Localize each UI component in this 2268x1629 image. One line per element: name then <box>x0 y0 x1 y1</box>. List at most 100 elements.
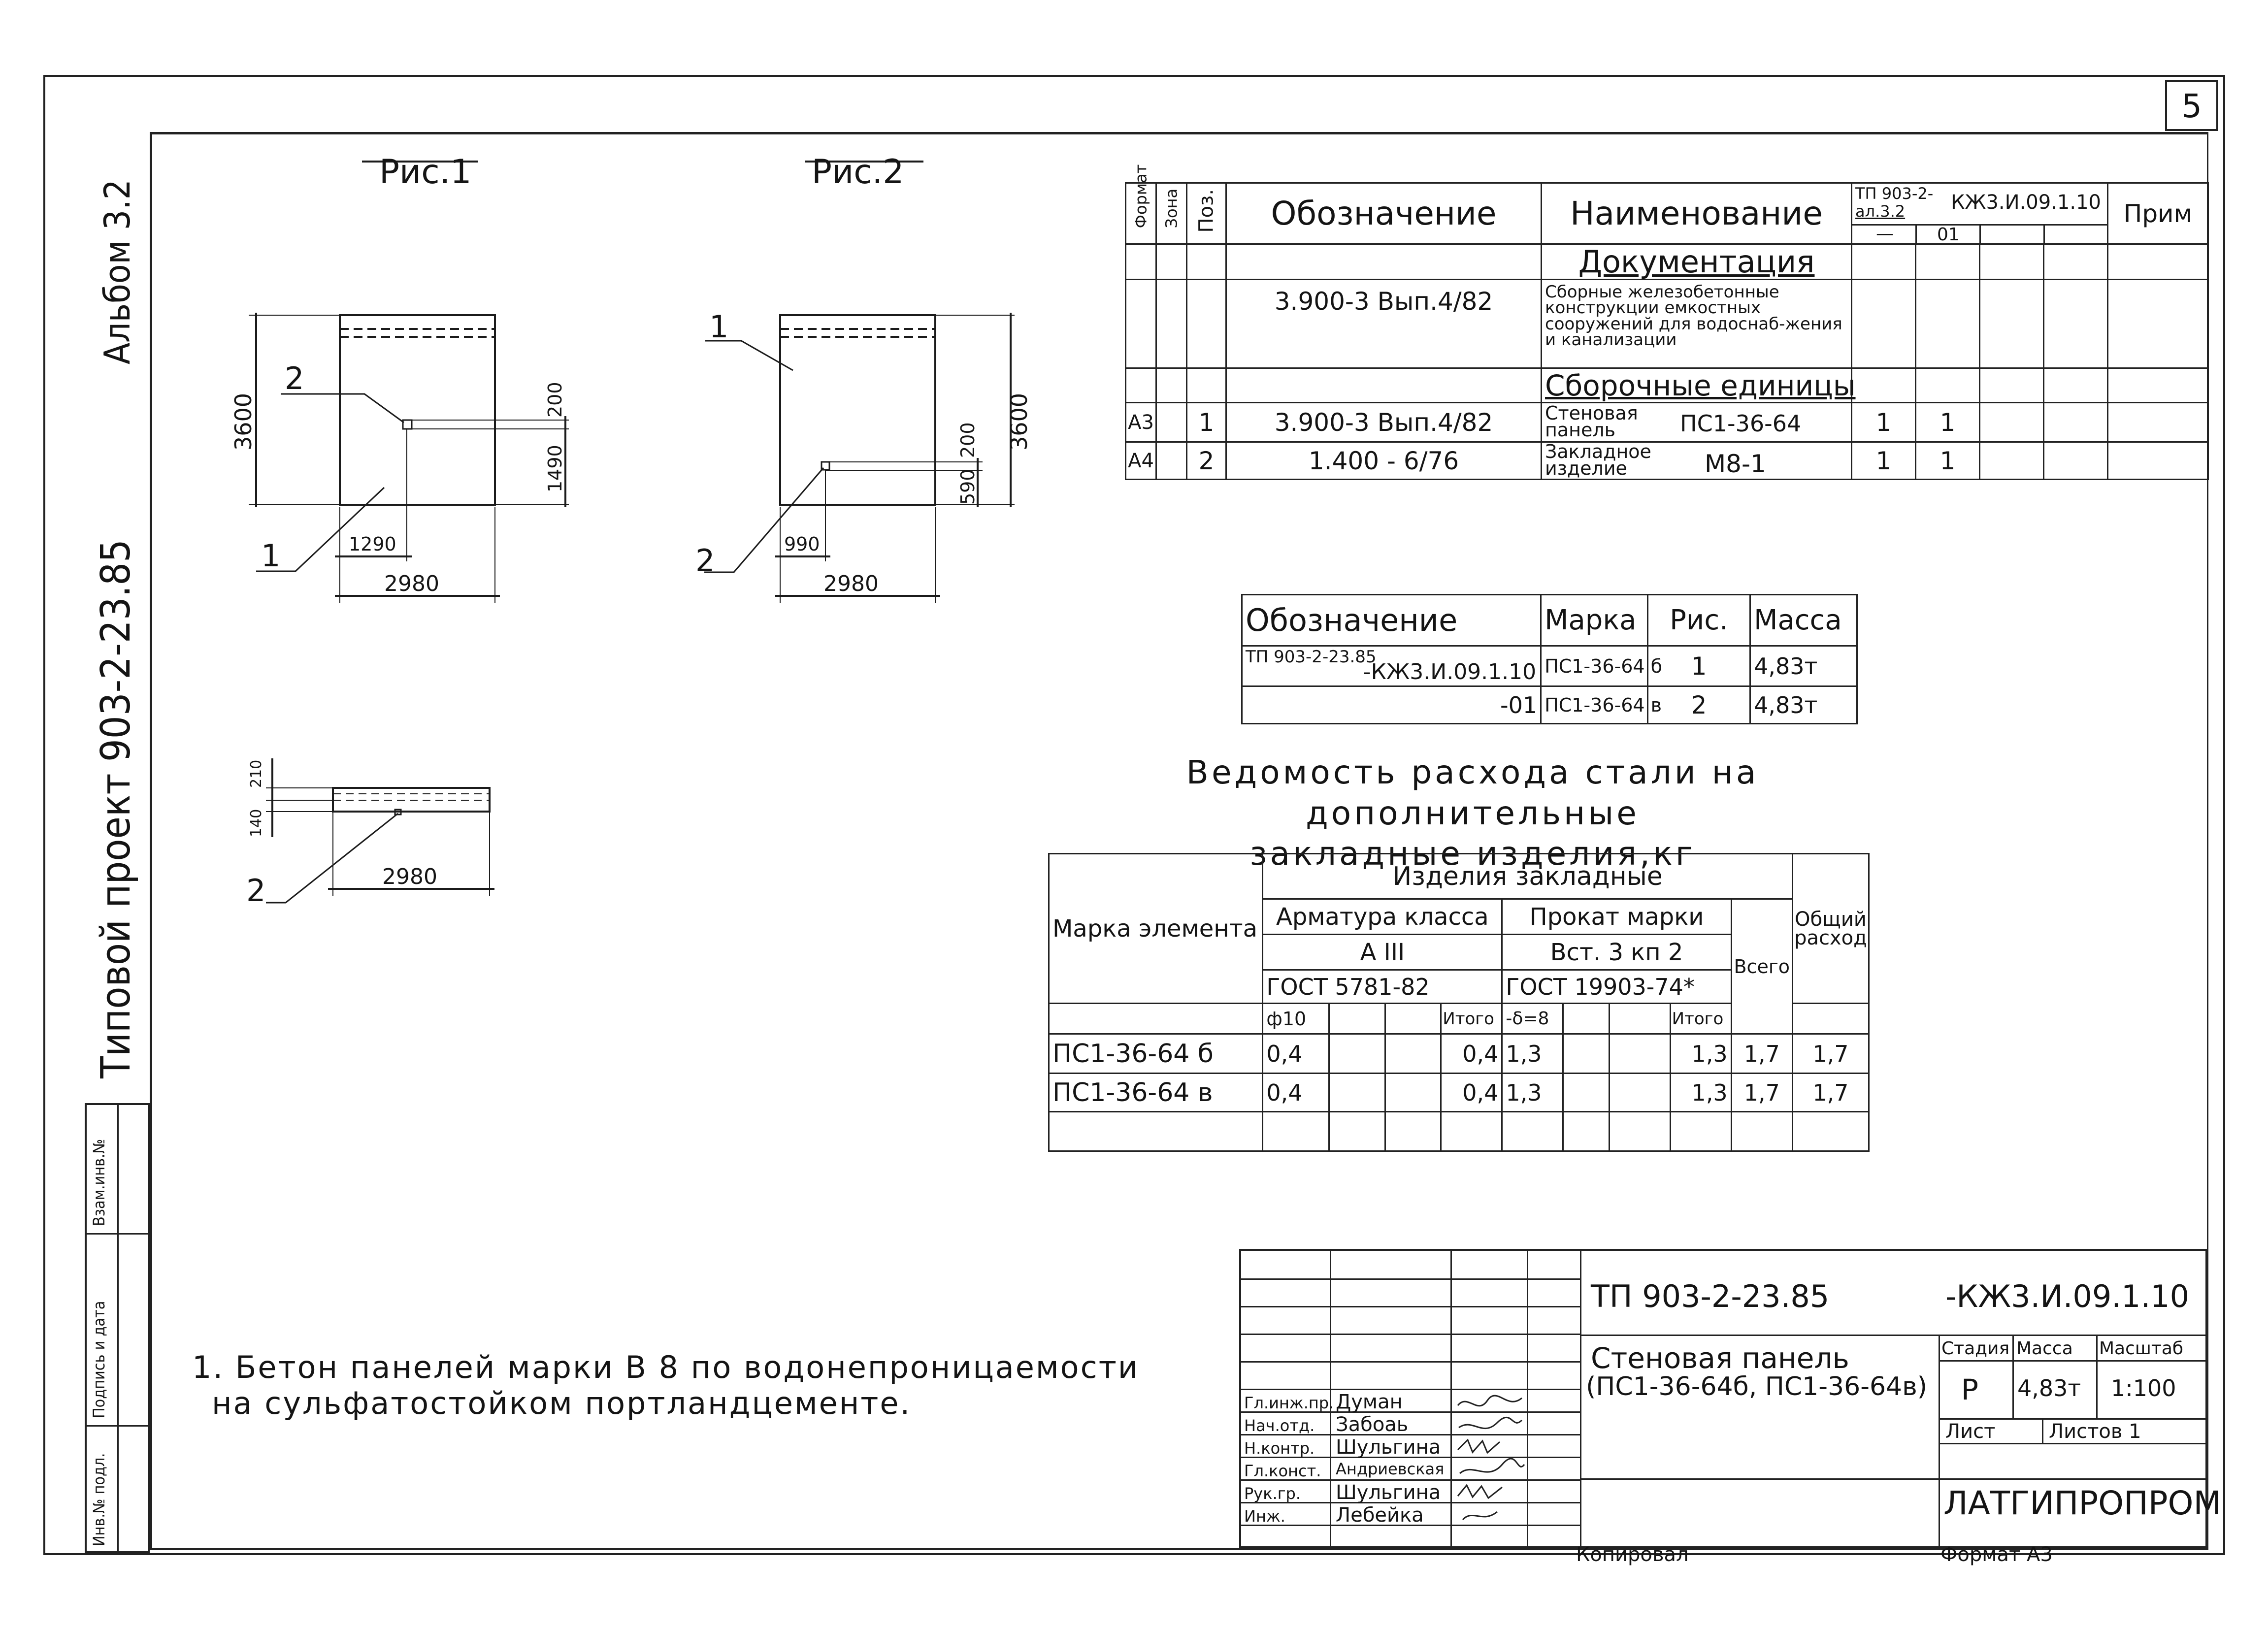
steel-th-itogo-1: Итого <box>1440 1003 1503 1035</box>
fig2-dim-offset-y: 590 <box>957 469 979 505</box>
sig-name-5: Шульгина <box>1336 1481 1441 1504</box>
steel-th-items: Изделия закладные <box>1262 853 1793 900</box>
tb-code-left: ТП 903-2-23.85 <box>1591 1278 1830 1314</box>
row3-qty2: 1 <box>1915 402 1980 443</box>
tb-scale-label: Масштаб <box>2099 1338 2184 1359</box>
fig2-callout-1: 1 <box>709 309 728 345</box>
fig3-dim-d2: 210 <box>248 760 265 788</box>
tb-scale: 1:100 <box>2111 1375 2176 1401</box>
row3-format: А3 <box>1125 402 1157 443</box>
tb-format: Формат А3 <box>1940 1543 2053 1566</box>
steel-row1-delta: 1,3 <box>1501 1033 1564 1074</box>
steel-th-rolled-gost: ГОСТ 19903-74* <box>1501 969 1732 1004</box>
sig-name-6: Лебейка <box>1336 1504 1424 1527</box>
signatures-scribble <box>1457 1395 1525 1521</box>
steel-row1-overall: 1,7 <box>1791 1033 1870 1074</box>
fig3-callout-2: 2 <box>246 873 265 909</box>
row4-pos: 2 <box>1186 441 1227 480</box>
fig1-dim-offset-x: 1290 <box>349 533 396 555</box>
sig-name-1: Думан <box>1336 1391 1403 1413</box>
outer-frame <box>43 75 2225 1555</box>
tb-code-right: -КЖ3.И.09.1.10 <box>1945 1278 2190 1314</box>
steel-row2-it2: 1,3 <box>1669 1073 1732 1112</box>
steel-row1-it1: 0,4 <box>1440 1033 1503 1074</box>
steel-th-rolled-grade: Вст. 3 кп 2 <box>1501 934 1732 971</box>
fig2-dim-offset-x: 990 <box>784 533 820 555</box>
steel-th-element: Марка элемента <box>1048 853 1264 1004</box>
fig2-dim-width: 2980 <box>823 571 879 596</box>
tb-sheet-label: Лист <box>1945 1420 1996 1443</box>
th-format: Формат <box>1125 164 1157 245</box>
steel-row2-total: 1,7 <box>1730 1073 1793 1112</box>
mark-row2-mark: ПС1-36-64 в <box>1540 685 1662 724</box>
mark-row2-mass: 4,83т <box>1749 685 1858 724</box>
sheet-number: 5 <box>2165 80 2218 131</box>
mark-th-mark: Марка <box>1540 594 1648 647</box>
mark-row1-fig: 1 <box>1646 645 1751 687</box>
section-documentation: Документация <box>1541 243 1852 280</box>
mark-row2-designation: -01 <box>1241 685 1542 724</box>
row4-qty1: 1 <box>1851 441 1916 480</box>
row3-pos: 1 <box>1186 402 1227 443</box>
fig2-dim-height: 3600 <box>1006 393 1032 451</box>
row1-designation: 3.900-3 Вып.4/82 <box>1225 279 1542 369</box>
mark-row1-mark: ПС1-36-64 б <box>1540 645 1662 687</box>
th-pos: Поз. <box>1186 182 1227 245</box>
tb-sheets-label: Листов 1 <box>2049 1420 2141 1443</box>
sig-name-3: Шульгина <box>1336 1436 1441 1459</box>
th-zone: Зона <box>1155 182 1187 245</box>
steel-row2-overall: 1,7 <box>1791 1073 1870 1112</box>
steel-th-delta: -δ=8 <box>1501 1003 1564 1035</box>
row1-name: Сборные железобетонные конструкции емкос… <box>1541 279 1852 369</box>
sig-name-2: Забоаь <box>1336 1413 1409 1436</box>
fig1-title: Рис.1 <box>379 153 471 192</box>
row4-name: Закладное изделие М8-1 <box>1541 441 1852 480</box>
fig2-dim-item: 200 <box>957 422 979 458</box>
mark-table: Обозначение Марка Рис. Масса ТП 903-2-23… <box>1241 594 1858 724</box>
steel-th-total: Всего <box>1730 898 1793 1035</box>
fig1-dim-height: 3600 <box>230 393 257 451</box>
drawing-frame <box>150 132 2208 1550</box>
th-designation: Обозначение <box>1225 182 1542 245</box>
fig2-callout-2: 2 <box>695 543 715 579</box>
steel-row2-it1: 0,4 <box>1440 1073 1503 1112</box>
th-name: Наименование <box>1541 182 1852 245</box>
steel-th-phi: ф10 <box>1262 1003 1330 1035</box>
steel-th-overall: Общий расход <box>1791 853 1870 1004</box>
steel-row1-it2: 1,3 <box>1669 1033 1732 1074</box>
mark-th-mass: Масса <box>1749 594 1858 647</box>
mark-row1-designation: ТП 903-2-23.85 -КЖ3.И.09.1.10 <box>1241 645 1542 687</box>
steel-row2-phi: 0,4 <box>1262 1073 1330 1112</box>
steel-table: Марка элемента Изделия закладные Общий р… <box>1048 853 1870 1152</box>
tb-mass-label: Масса <box>2016 1338 2073 1359</box>
tb-title-b: (ПС1-36-64б, ПС1-36-64в) <box>1586 1372 1928 1401</box>
row3-qty1: 1 <box>1851 402 1916 443</box>
mark-th-designation: Обозначение <box>1241 594 1542 647</box>
mark-row1-mass: 4,83т <box>1749 645 1858 687</box>
row3-name: Стеновая панель ПС1-36-64 <box>1541 402 1852 443</box>
fig1-callout-2: 2 <box>285 360 304 396</box>
spec-table: Формат Зона Поз. Обозначение Наименовани… <box>1125 164 2209 480</box>
row3-designation: 3.900-3 Вып.4/82 <box>1225 402 1542 443</box>
note-text: 1. Бетон панелей марки В 8 по водонепрон… <box>192 1349 1140 1422</box>
fig3-dim-width: 2980 <box>382 864 437 889</box>
sig-role-1: Гл.инж.пр. <box>1244 1394 1334 1412</box>
sig-role-6: Инж. <box>1244 1507 1285 1526</box>
sig-name-4: Андриевская <box>1336 1460 1445 1478</box>
steel-row2-mark: ПС1-36-64 в <box>1048 1073 1264 1112</box>
tb-stage: Р <box>1961 1373 1978 1406</box>
steel-row2-delta: 1,3 <box>1501 1073 1564 1112</box>
steel-th-rolled: Прокат марки <box>1501 898 1732 935</box>
fig1-dim-width: 2980 <box>384 571 439 596</box>
steel-row1-phi: 0,4 <box>1262 1033 1330 1074</box>
tb-title-a: Стеновая панель <box>1591 1341 1849 1375</box>
row4-format: А4 <box>1125 441 1157 480</box>
steel-row1-mark: ПС1-36-64 б <box>1048 1033 1264 1074</box>
fig1-dim-item: 200 <box>544 382 566 418</box>
mark-row2-fig: 2 <box>1646 685 1751 724</box>
tb-copied: Копировал <box>1576 1543 1689 1566</box>
fig1-dim-offset-y: 1490 <box>544 445 566 492</box>
steel-th-rebar-class: А III <box>1262 934 1503 971</box>
tb-stage-label: Стадия <box>1941 1338 2010 1359</box>
